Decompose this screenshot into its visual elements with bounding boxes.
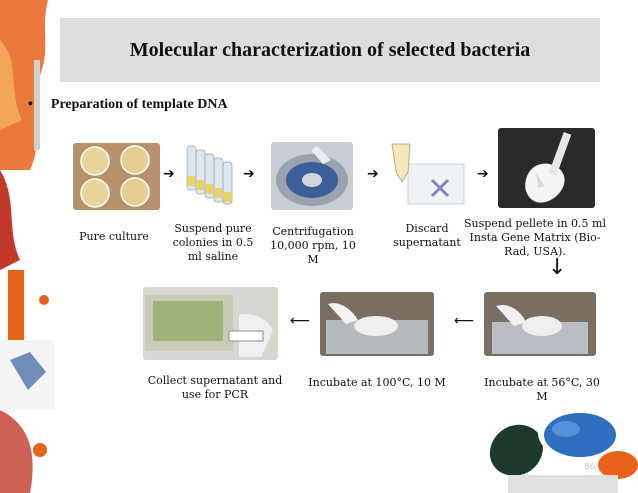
arrow-right-icon: ➔ <box>243 166 255 182</box>
step-label-pure-culture: Pure culture <box>74 230 154 244</box>
arrow-left-icon: ⟵ <box>290 313 310 329</box>
page-number: 86 <box>584 462 595 472</box>
pcr-machine-image <box>143 287 278 360</box>
arrow-right-icon: ➔ <box>477 166 489 182</box>
arrow-right-icon: ➔ <box>163 166 175 182</box>
step-label-centrifugation: Centrifugation 10,000 rpm, 10 M <box>266 225 360 267</box>
petri-dishes-image <box>73 143 160 210</box>
paint-splash-decoration <box>0 0 60 493</box>
bullet-symbol: • <box>28 97 33 112</box>
arrow-down-icon: ↓ <box>548 255 566 280</box>
step-label-collect: Collect supernatant and use for PCR <box>140 374 290 402</box>
pipette-image <box>498 128 595 208</box>
arrow-left-icon: ⟵ <box>454 313 474 329</box>
arrow-right-icon: ➔ <box>367 166 379 182</box>
step-label-suspend-colonies: Suspend pure colonies in 0.5 ml saline <box>168 222 258 264</box>
slide-title: Molecular characterization of selected b… <box>130 39 531 62</box>
bullet-item: • Preparation of template DNA <box>28 97 228 113</box>
discard-tube-image <box>386 142 468 210</box>
title-bar: Molecular characterization of selected b… <box>60 18 600 82</box>
step-label-suspend-pellete: Suspend pellete in 0.5 ml Insta Gene Mat… <box>462 217 608 259</box>
heating-block-100-image <box>320 292 434 356</box>
paint-cans-decoration <box>470 395 638 493</box>
step-label-incubate-100: Incubate at 100°C, 10 M <box>306 376 448 390</box>
step-label-discard: Discard supernatant <box>388 222 466 250</box>
centrifuge-image <box>271 142 353 210</box>
heating-block-56-image <box>484 292 596 356</box>
bullet-text: Preparation of template DNA <box>51 97 228 112</box>
tubes-image <box>183 140 239 208</box>
